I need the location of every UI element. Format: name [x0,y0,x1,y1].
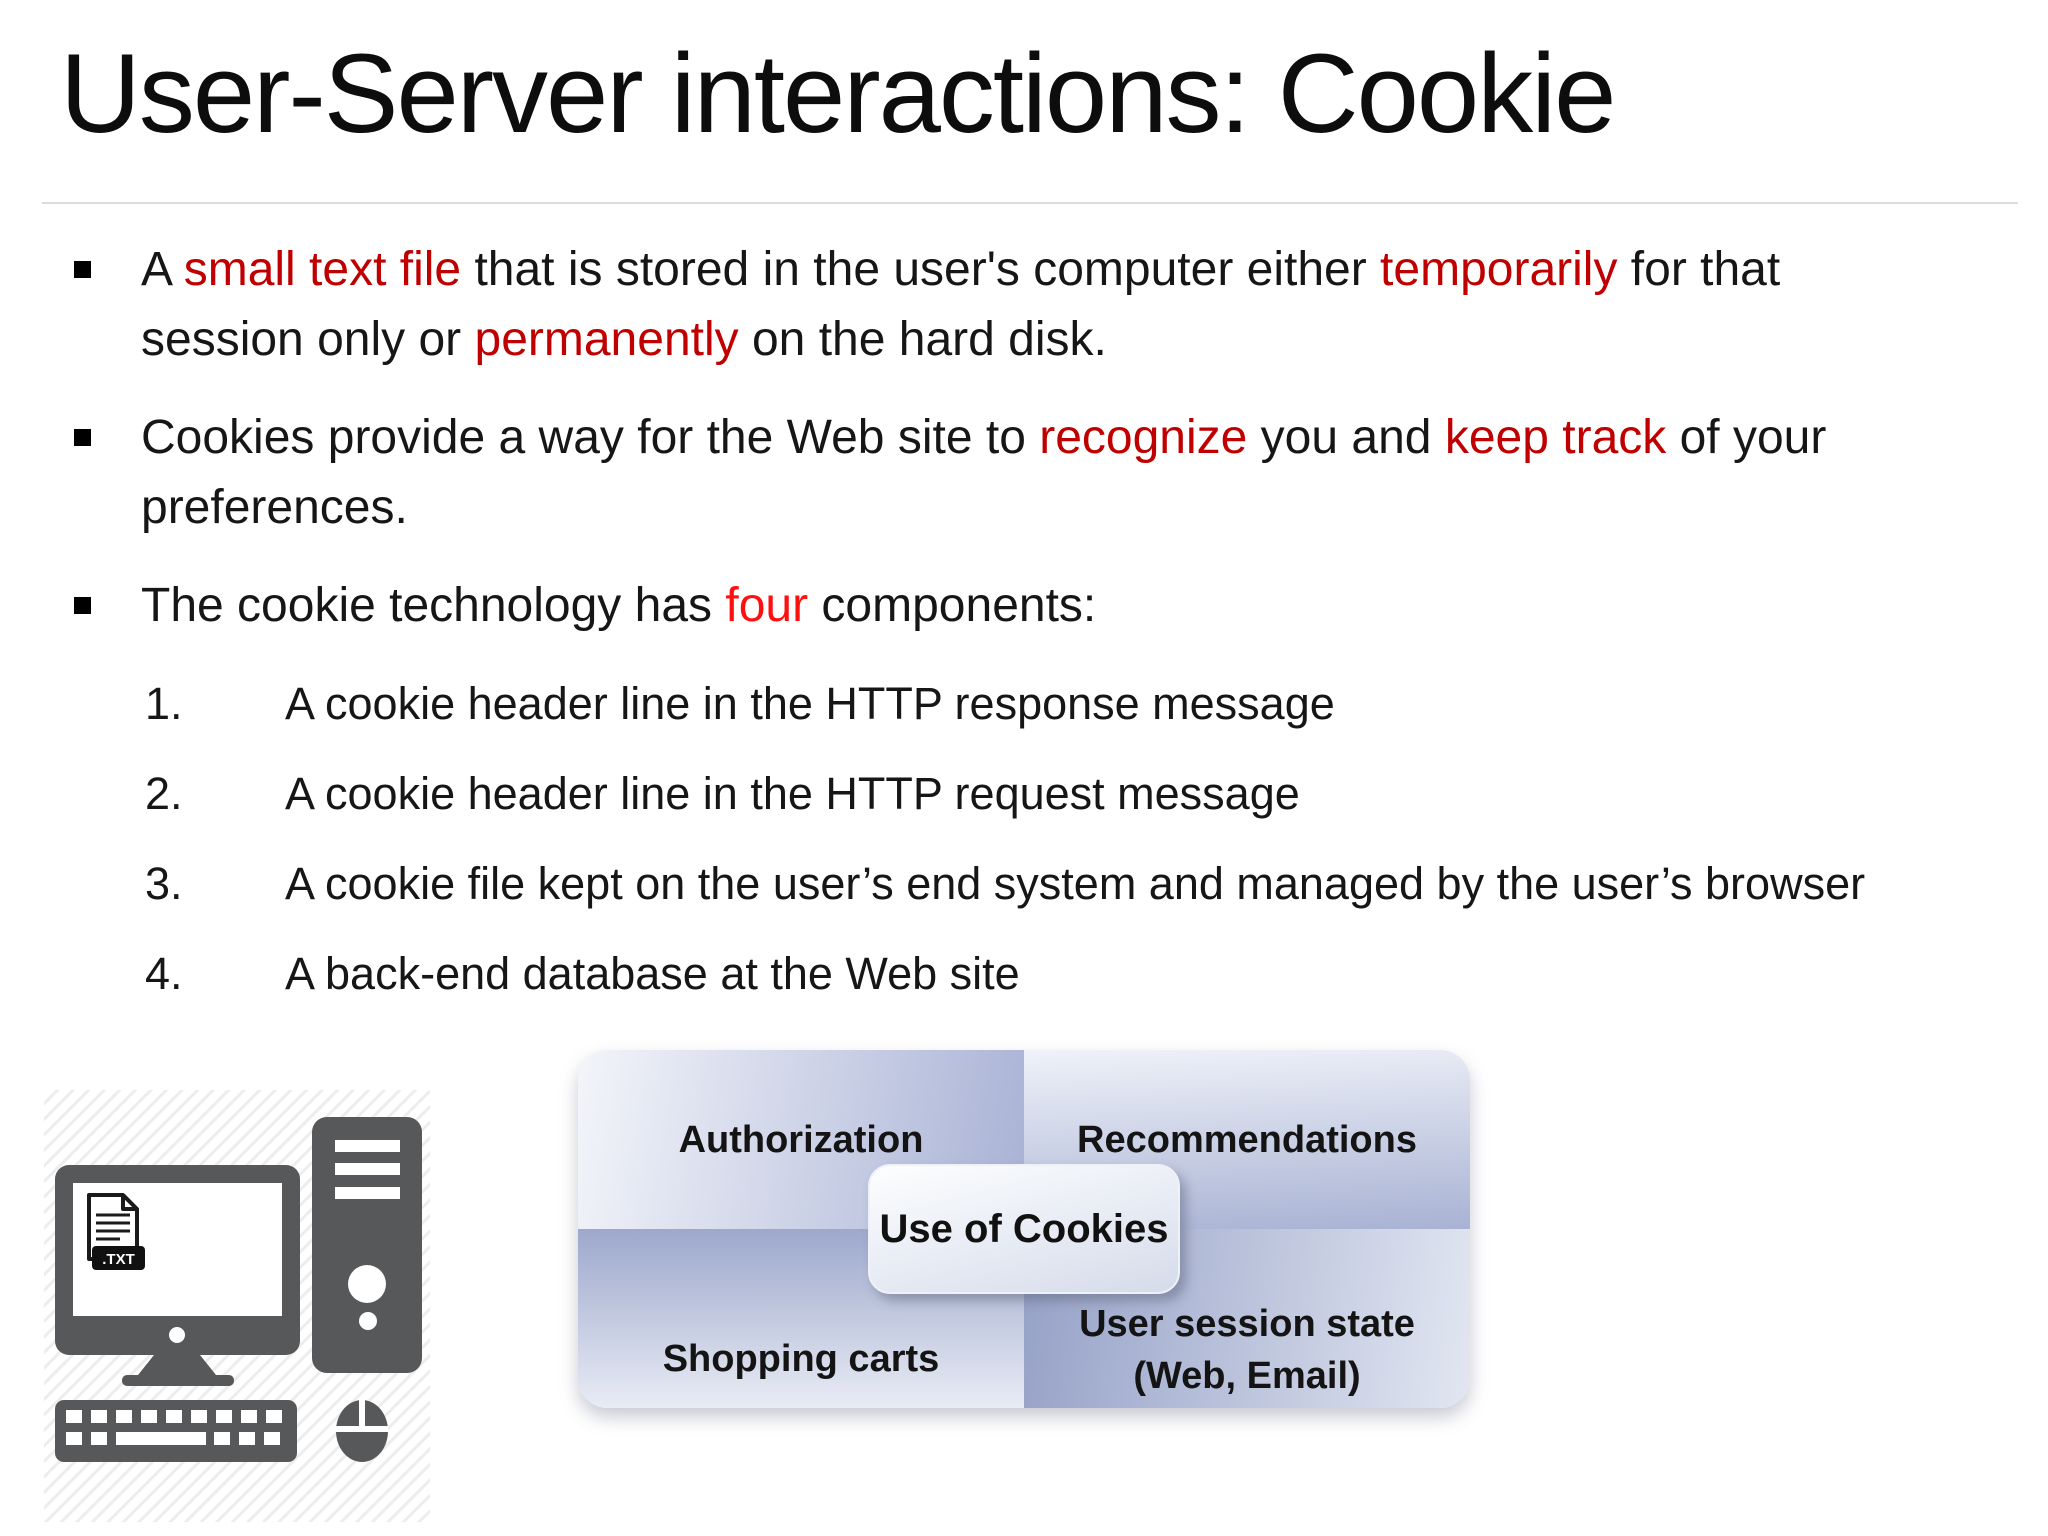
desktop-computer-icon: .TXT [44,1090,430,1522]
bullet-item: The cookie technology has four component… [74,571,2048,641]
text-segment: keep track [1444,411,1667,464]
bullet-line: A small text file that is stored in the … [141,235,2048,305]
quadrant-authorization: Authorization [578,1050,1024,1229]
computer-tower-icon [312,1117,422,1373]
mouse-icon [336,1400,388,1462]
text-segment: that is stored in the user's computer ei… [461,243,1381,296]
list-item: 1. A cookie header line in the HTTP respo… [145,669,2048,739]
use-of-cookies-diagram: Authorization Recommendations Shopping c… [578,1050,1470,1408]
list-item-text: A cookie file kept on the user’s end sys… [285,858,1866,909]
text-segment: session only or [141,313,475,366]
text-segment: components: [808,579,1097,632]
text-segment: A [141,243,184,296]
bullet-square-icon [74,597,91,614]
list-item: 2. A cookie header line in the HTTP reque… [145,759,2048,829]
bullet-square-icon [74,261,91,278]
title-divider [42,202,2018,204]
bullet-item: Cookies provide a way for the Web site t… [74,403,2048,543]
list-item-number: 4. [145,948,183,999]
numbered-list: 1. A cookie header line in the HTTP respo… [0,669,2048,1009]
list-item-text: A cookie header line in the HTTP respons… [285,678,1335,729]
text-segment: small text file [183,243,462,296]
txt-file-label: .TXT [102,1251,135,1268]
bullet-line: session only or permanently on the hard … [141,305,2048,375]
list-item-text: A back-end database at the Web site [285,948,1020,999]
text-segment: preferences. [141,481,408,534]
bullet-line: preferences. [141,473,2048,543]
list-item-number: 2. [145,768,183,819]
bullet-square-icon [74,429,91,446]
text-segment: of your [1666,411,1827,464]
bullet-line: The cookie technology has four component… [141,571,2048,641]
bullet-item: A small text file that is stored in the … [74,235,2048,375]
bullet-line: Cookies provide a way for the Web site t… [141,403,2048,473]
text-segment: for that [1617,243,1781,296]
text-segment: Cookies provide a way for the Web site t… [141,411,1040,464]
quadrant-shopping-carts: Shopping carts [578,1229,1024,1408]
slide-body: A small text file that is stored in the … [0,235,2048,1029]
list-item-number: 1. [145,678,183,729]
txt-file-icon: .TXT [87,1193,145,1270]
text-segment: recognize [1039,411,1248,464]
text-segment: The cookie technology has [141,579,726,632]
page-title: User-Server interactions: Cookie [60,31,1616,156]
text-segment: you and [1247,411,1445,464]
text-segment: on the hard disk. [738,313,1107,366]
diagram-center-label: Use of Cookies [868,1164,1180,1294]
list-item-number: 3. [145,858,183,909]
list-item: 4. A back-end database at the Web site [145,939,2048,1009]
keyboard-icon [55,1400,297,1462]
list-item: 3. A cookie file kept on the user’s end s… [145,849,2048,919]
quadrant-grid: Authorization Recommendations Shopping c… [578,1050,1470,1408]
text-segment: four [725,579,809,632]
text-segment: temporarily [1380,243,1618,296]
text-segment: permanently [474,313,739,366]
monitor-icon [55,1165,300,1386]
list-item-text: A cookie header line in the HTTP request… [285,768,1300,819]
